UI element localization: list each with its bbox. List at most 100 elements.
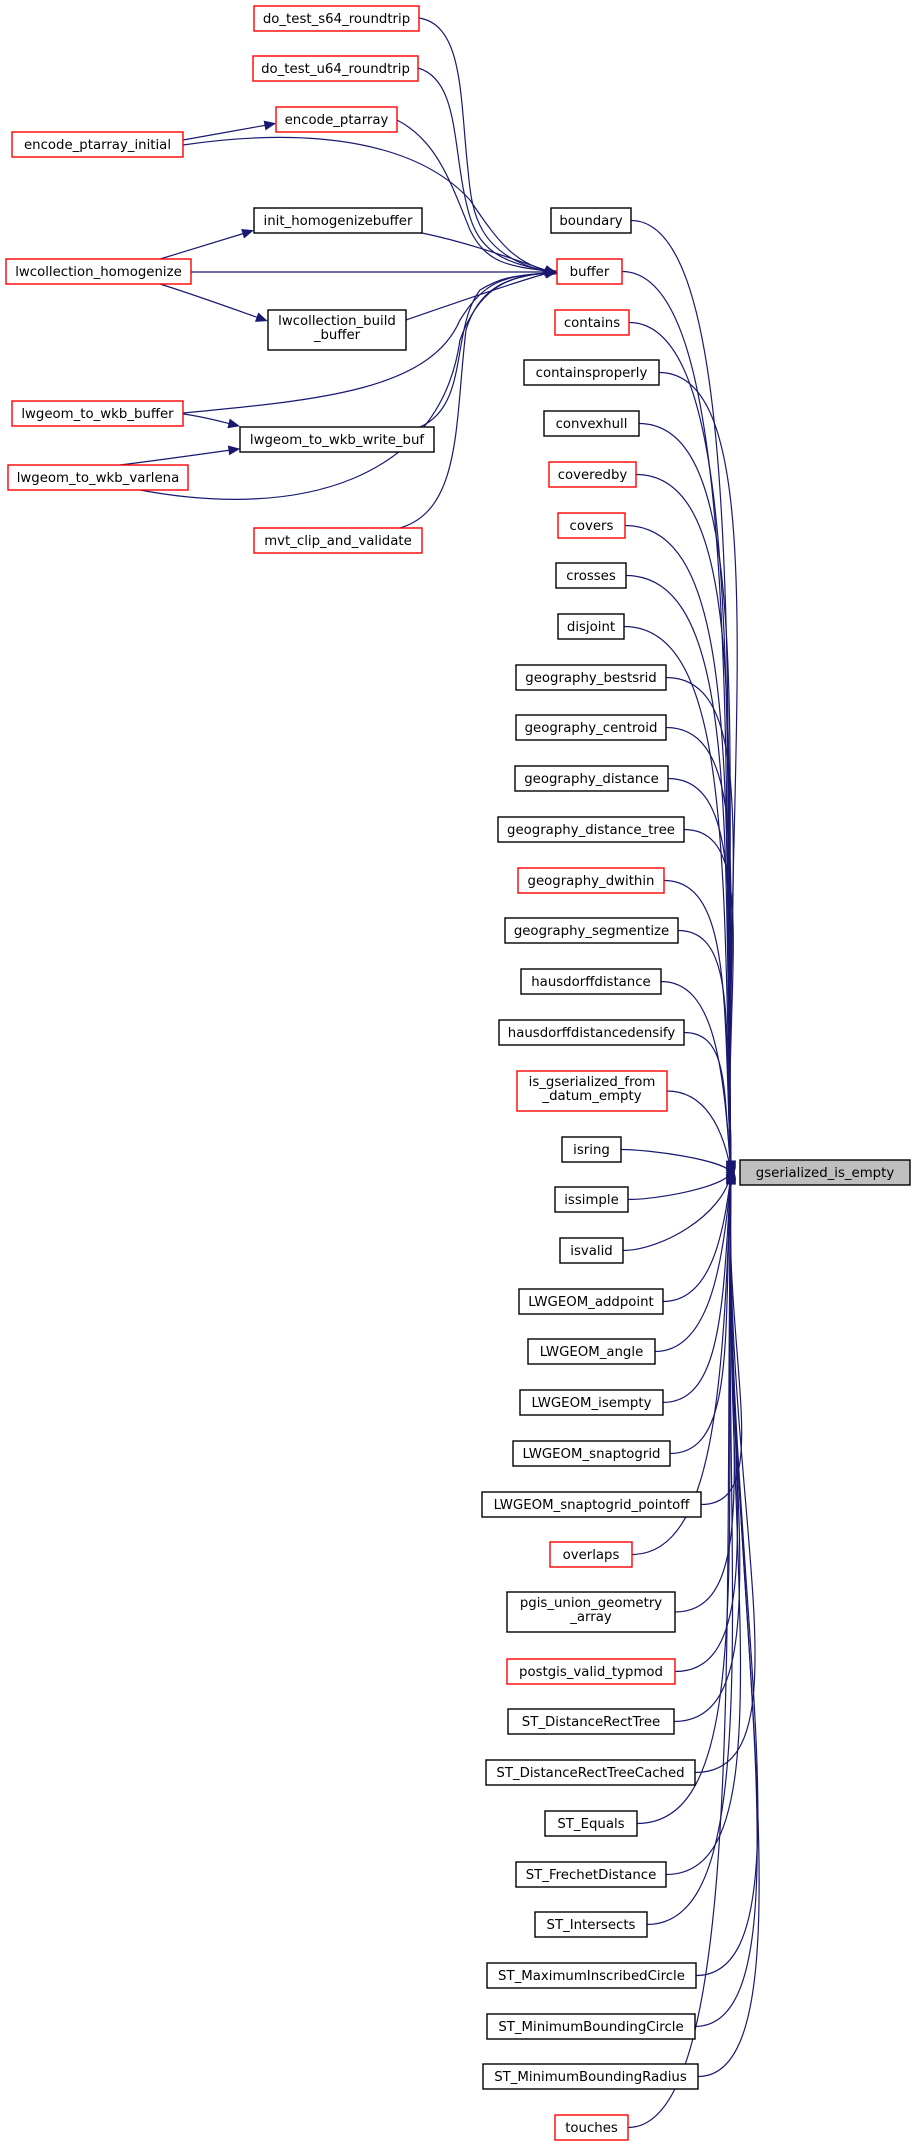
node-box-containsproperly <box>523 359 660 386</box>
node-box-st-distancerecttree <box>507 1708 675 1735</box>
node-isvalid[interactable]: isvalid <box>559 1237 624 1264</box>
arrowhead-lwgeom-to-wkb-buffer-to-lwgeom-to-wkb-write-buf <box>227 418 241 429</box>
edge-mvt-clip-and-validate-to-buffer <box>399 272 549 529</box>
node-is-gserialized-from-datum-empty[interactable]: is_gserialized_from_datum_empty <box>516 1070 668 1112</box>
node-geography-distance[interactable]: geography_distance <box>514 765 669 792</box>
edge-geography-distance-tree-to-gserialized-is-empty <box>683 828 734 1170</box>
node-lwgeom-snaptogrid[interactable]: LWGEOM_snaptogrid <box>512 1440 671 1467</box>
node-issimple[interactable]: issimple <box>554 1186 629 1213</box>
node-label-issimple: issimple <box>564 1193 619 1208</box>
node-box-geography-distance-tree <box>497 816 685 843</box>
edge-st-distancerecttreecached-to-gserialized-is-empty <box>694 1178 756 1774</box>
node-st-maximuminscribedcircle[interactable]: ST_MaximumInscribedCircle <box>486 1962 697 1989</box>
node-lwgeom-addpoint[interactable]: LWGEOM_addpoint <box>518 1288 664 1315</box>
node-geography-segmentize[interactable]: geography_segmentize <box>504 917 679 944</box>
node-lwgeom-isempty[interactable]: LWGEOM_isempty <box>519 1389 664 1416</box>
node-label-lwgeom-to-wkb-buffer: lwgeom_to_wkb_buffer <box>21 407 174 422</box>
node-label-st-maximuminscribedcircle: ST_MaximumInscribedCircle <box>498 1969 685 1984</box>
node-st-minimumboundingradius[interactable]: ST_MinimumBoundingRadius <box>482 2063 699 2090</box>
node-box-crosses <box>555 562 627 589</box>
node-covers[interactable]: covers <box>557 512 626 539</box>
node-box-mvt-clip-and-validate <box>253 527 423 554</box>
edge-covers-to-gserialized-is-empty <box>624 524 732 1167</box>
node-label-lwcollection-build-buffer-line-2: _buffer <box>313 328 361 343</box>
node-box-lwgeom-to-wkb-varlena <box>7 464 189 491</box>
edge-lwgeom-to-wkb-write-buf-to-buffer <box>419 272 549 428</box>
node-box-lwgeom-snaptogrid <box>512 1440 671 1467</box>
node-postgis-valid-typmod[interactable]: postgis_valid_typmod <box>506 1658 676 1685</box>
node-label-geography-segmentize: geography_segmentize <box>514 924 669 939</box>
node-label-contains: contains <box>564 316 620 331</box>
node-geography-centroid[interactable]: geography_centroid <box>515 714 667 741</box>
node-label-st-distancerecttree: ST_DistanceRectTree <box>522 1715 660 1730</box>
node-isring[interactable]: isring <box>561 1136 622 1163</box>
node-label-gserialized-is-empty: gserialized_is_empty <box>756 1166 895 1181</box>
node-box-encode-ptarray <box>275 106 398 133</box>
node-overlaps[interactable]: overlaps <box>549 1541 633 1568</box>
edge-init-homogenizebuffer-to-buffer <box>421 232 549 272</box>
node-st-minimumboundingcircle[interactable]: ST_MinimumBoundingCircle <box>486 2013 696 2040</box>
node-pgis-union-geometry-array[interactable]: pgis_union_geometry_array <box>506 1591 676 1633</box>
node-disjoint[interactable]: disjoint <box>557 613 625 640</box>
edge-lwgeom-snaptogrid-to-gserialized-is-empty <box>669 1175 732 1455</box>
node-touches[interactable]: touches <box>554 2114 629 2141</box>
node-box-do-test-u64-roundtrip <box>252 55 419 82</box>
edge-overlaps-to-gserialized-is-empty <box>631 1176 732 1556</box>
node-containsproperly[interactable]: containsproperly <box>523 359 660 386</box>
edge-do-test-s64-roundtrip-to-buffer <box>418 17 549 273</box>
node-do-test-u64-roundtrip[interactable]: do_test_u64_roundtrip <box>252 55 419 82</box>
node-lwcollection-homogenize[interactable]: lwcollection_homogenize <box>5 258 192 285</box>
node-label-do-test-s64-roundtrip: do_test_s64_roundtrip <box>263 12 410 27</box>
node-geography-distance-tree[interactable]: geography_distance_tree <box>497 816 685 843</box>
node-convexhull[interactable]: convexhull <box>543 410 640 437</box>
node-label-lwgeom-to-wkb-varlena: lwgeom_to_wkb_varlena <box>17 471 180 486</box>
node-geography-bestsrid[interactable]: geography_bestsrid <box>515 664 667 691</box>
edge-geography-distance-to-gserialized-is-empty <box>667 777 732 1169</box>
edge-lwgeom-isempty-to-gserialized-is-empty <box>662 1174 732 1404</box>
node-box-hausdorffdistance <box>520 968 662 995</box>
edge-lwcollection-build-buffer-to-buffer <box>405 272 549 321</box>
node-lwgeom-angle[interactable]: LWGEOM_angle <box>527 1338 656 1365</box>
node-contains[interactable]: contains <box>554 309 630 336</box>
node-coveredby[interactable]: coveredby <box>548 461 637 488</box>
node-encode-ptarray[interactable]: encode_ptarray <box>275 106 398 133</box>
node-box-geography-centroid <box>515 714 667 741</box>
node-label-mvt-clip-and-validate: mvt_clip_and_validate <box>264 534 412 549</box>
node-lwgeom-snaptogrid-pointoff[interactable]: LWGEOM_snaptogrid_pointoff <box>481 1491 702 1518</box>
node-st-intersects[interactable]: ST_Intersects <box>534 1911 648 1938</box>
node-lwgeom-to-wkb-write-buf[interactable]: lwgeom_to_wkb_write_buf <box>239 426 435 453</box>
node-label-lwgeom-angle: LWGEOM_angle <box>540 1345 644 1360</box>
node-st-distancerecttreecached[interactable]: ST_DistanceRectTreeCached <box>485 1759 696 1786</box>
node-st-equals[interactable]: ST_Equals <box>544 1810 638 1837</box>
node-box-touches <box>554 2114 629 2141</box>
node-label-overlaps: overlaps <box>563 1548 620 1563</box>
node-label-pgis-union-geometry-array-line-1: pgis_union_geometry <box>520 1596 662 1611</box>
node-do-test-s64-roundtrip[interactable]: do_test_s64_roundtrip <box>253 5 420 32</box>
node-boundary[interactable]: boundary <box>550 207 632 234</box>
node-label-lwcollection-homogenize: lwcollection_homogenize <box>15 265 182 280</box>
node-label-st-intersects: ST_Intersects <box>547 1918 636 1933</box>
node-hausdorffdistance[interactable]: hausdorffdistance <box>520 968 662 995</box>
node-box-isvalid <box>559 1237 624 1264</box>
node-init-homogenizebuffer[interactable]: init_homogenizebuffer <box>253 207 423 234</box>
edge-lwgeom-angle-to-gserialized-is-empty <box>654 1174 732 1353</box>
node-gserialized-is-empty[interactable]: gserialized_is_empty <box>739 1159 911 1186</box>
node-st-distancerecttree[interactable]: ST_DistanceRectTree <box>507 1708 675 1735</box>
node-box-lwgeom-to-wkb-buffer <box>11 400 184 427</box>
node-hausdorffdistancedensify[interactable]: hausdorffdistancedensify <box>498 1019 685 1046</box>
node-geography-dwithin[interactable]: geography_dwithin <box>517 867 665 894</box>
node-label-lwgeom-snaptogrid-pointoff: LWGEOM_snaptogrid_pointoff <box>494 1498 691 1513</box>
node-lwgeom-to-wkb-varlena[interactable]: lwgeom_to_wkb_varlena <box>7 464 189 491</box>
node-box-lwgeom-to-wkb-write-buf <box>239 426 435 453</box>
node-box-convexhull <box>543 410 640 437</box>
node-buffer[interactable]: buffer <box>556 258 623 285</box>
node-lwgeom-to-wkb-buffer[interactable]: lwgeom_to_wkb_buffer <box>11 400 184 427</box>
node-lwcollection-build-buffer[interactable]: lwcollection_build_buffer <box>267 309 407 351</box>
node-box-geography-bestsrid <box>515 664 667 691</box>
node-crosses[interactable]: crosses <box>555 562 627 589</box>
node-st-frechetdistance[interactable]: ST_FrechetDistance <box>515 1861 667 1888</box>
node-box-lwgeom-snaptogrid-pointoff <box>481 1491 702 1518</box>
node-encode-ptarray-initial[interactable]: encode_ptarray_initial <box>11 131 184 158</box>
node-mvt-clip-and-validate[interactable]: mvt_clip_and_validate <box>253 527 423 554</box>
node-box-coveredby <box>548 461 637 488</box>
